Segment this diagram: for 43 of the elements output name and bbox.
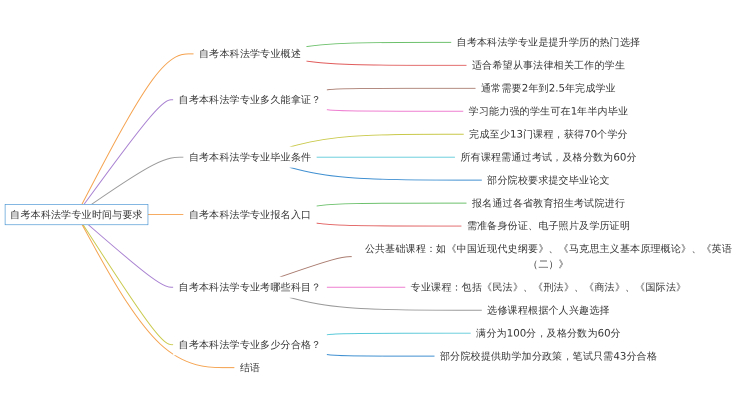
- node-text: 自考本科法学专业概述: [198, 47, 302, 60]
- connector: [306, 60, 468, 66]
- node-text: 学习能力强的学生可在1年半内毕业: [468, 104, 628, 117]
- node-text: 报名通过各省教育招生考试院进行: [472, 196, 625, 209]
- connector: [306, 42, 452, 48]
- connector: [289, 134, 465, 148]
- node-text: 自考本科法学专业考哪些科目？: [178, 280, 322, 294]
- connector: [147, 214, 184, 216]
- connector: [316, 156, 456, 158]
- connector: [82, 224, 236, 368]
- connector: [316, 222, 462, 227]
- node-text: 自考本科法学专业多久能拿证？: [178, 93, 322, 106]
- connector: [88, 224, 174, 288]
- connector: [316, 202, 468, 207]
- node-text: 满分为100分，及格分数为60分: [476, 326, 621, 339]
- node-text: 选修课程根据个人兴趣选择: [487, 304, 610, 316]
- connector: [84, 99, 174, 205]
- connector: [289, 297, 483, 311]
- node-text: 自考本科法学专业多少分合格？: [178, 338, 322, 350]
- connector: [82, 224, 174, 346]
- connector: [326, 286, 406, 288]
- node-text: 适合希望从事法律相关工作的学生: [472, 58, 625, 72]
- node-text: 自考本科法学专业报名入口: [188, 208, 312, 220]
- connector: [326, 109, 464, 112]
- node-text: 专业课程：包括《民法》、《刑法》、《商法》、《国际法》: [410, 280, 686, 294]
- node-text: 通常需要2年到2.5年完成学业: [480, 82, 616, 94]
- connector: [81, 53, 194, 205]
- node-text: 部分院校提供助学加分政策，笔试只需43分合格: [440, 350, 657, 362]
- connector: [289, 166, 483, 181]
- connector: [91, 156, 184, 205]
- node-text: 结语: [240, 361, 260, 374]
- node-text: 完成至少13门课程，获得70个学分: [469, 128, 628, 140]
- node-text: 需准备身份证、电子照片及学历证明: [466, 220, 630, 232]
- connector: [326, 332, 472, 336]
- node-box: 自考本科法学专业时间与要求: [4, 204, 148, 226]
- connector: [326, 354, 436, 357]
- connector: [279, 256, 353, 278]
- connector: [326, 88, 476, 90]
- node-text: 公共基础课程：如《中国近现代史纲要》、《马克思主义基本原理概论》、《英语（二）》: [364, 242, 732, 270]
- node-text: 所有课程需通过考试，及格分数为60分: [460, 150, 637, 163]
- node-text: 自考本科法学专业毕业条件: [188, 150, 312, 163]
- node-text: 部分院校要求提交毕业论文: [487, 174, 610, 186]
- node-text: 自考本科法学专业是提升学历的热门选择: [456, 36, 640, 48]
